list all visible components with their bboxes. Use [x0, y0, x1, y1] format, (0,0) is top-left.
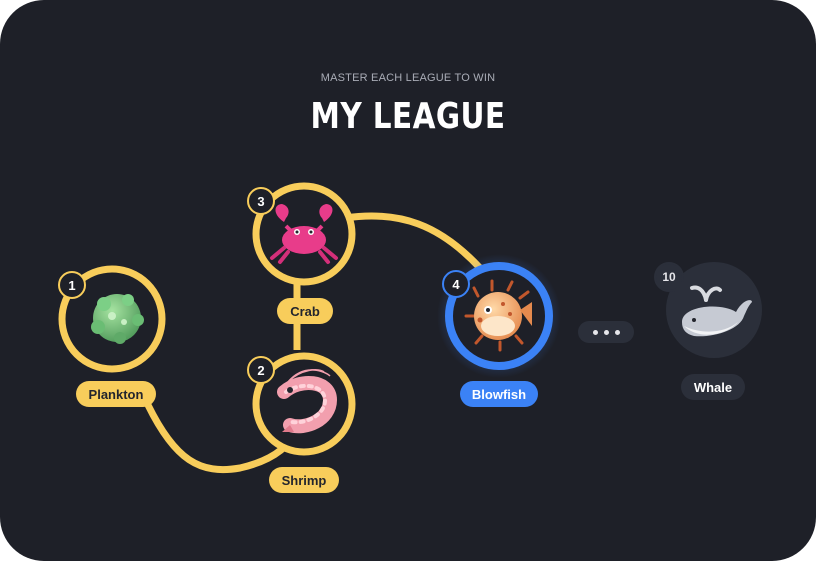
rank-badge: 2: [247, 356, 275, 384]
more-leagues-indicator[interactable]: [578, 321, 634, 343]
rank-badge: 1: [58, 271, 86, 299]
league-node-crab: [252, 182, 356, 286]
dot-icon: [603, 329, 609, 335]
league-label-crab[interactable]: Crab: [277, 298, 333, 324]
league-label-blowfish[interactable]: Blowfish: [460, 381, 538, 407]
league-label-whale[interactable]: Whale: [681, 374, 745, 400]
rank-badge: 4: [442, 270, 470, 298]
league-node-plankton: [58, 265, 166, 373]
path-crab-blowfish: [341, 212, 484, 272]
league-label-shrimp[interactable]: Shrimp: [269, 467, 339, 493]
page-title: MY LEAGUE: [310, 96, 506, 137]
plankton-icon: [91, 294, 144, 344]
dot-icon: [614, 329, 620, 335]
league-node-whale: [666, 262, 762, 358]
crab-icon: [270, 204, 338, 264]
rank-badge: 10: [654, 262, 684, 292]
blowfish-icon: [464, 279, 532, 352]
rank-badge: 3: [247, 187, 275, 215]
subtitle: MASTER EACH LEAGUE TO WIN: [320, 72, 496, 84]
dot-icon: [592, 329, 598, 335]
league-node-shrimp: [252, 352, 356, 456]
league-label-plankton[interactable]: Plankton: [76, 381, 156, 407]
shrimp-icon: [277, 369, 338, 434]
whale-icon: [682, 285, 752, 337]
